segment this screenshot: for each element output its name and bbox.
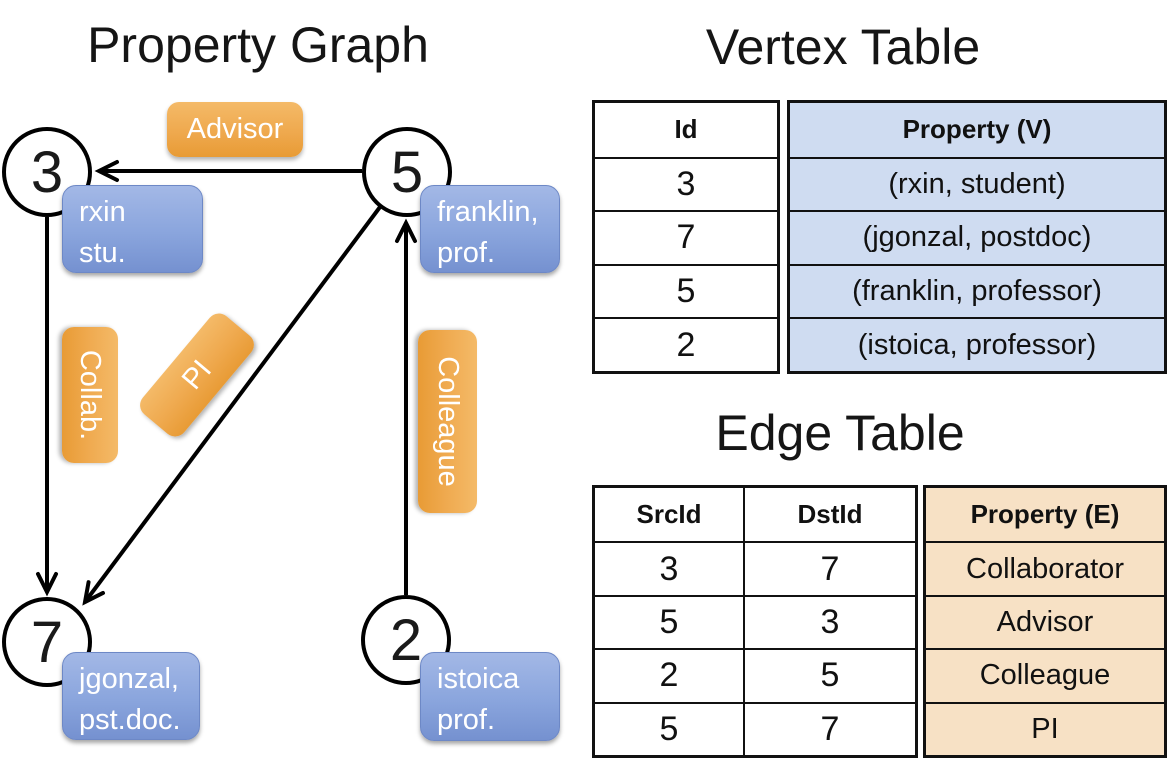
edge-table-src-header: SrcId <box>636 499 702 530</box>
vertex-property-line: istoica <box>437 663 520 695</box>
node-label: 7 <box>30 609 64 675</box>
node-label: 3 <box>30 139 64 205</box>
table-cell: Colleague <box>926 648 1164 701</box>
table-cell: 3 <box>595 156 777 211</box>
edge-label-collab: Collab. <box>62 327 118 463</box>
graph-node-2: 2 <box>361 595 451 685</box>
table-cell: 3 <box>743 594 915 649</box>
vertex-table-property-column: Property (V) (rxin, student) (jgonzal, p… <box>787 100 1167 374</box>
vertex-property-box-rxin: rxin stu. <box>62 185 203 273</box>
vertex-property-box-istoica: istoica prof. <box>420 652 560 741</box>
vertex-property-line: jgonzal, <box>79 663 179 695</box>
table-cell: 7 <box>595 210 777 264</box>
edge-table-dst-header: DstId <box>743 488 915 542</box>
vertex-table-id-column: Id 3 7 5 2 <box>592 100 780 374</box>
vertex-table-title: Vertex Table <box>705 19 981 75</box>
table-cell: Advisor <box>926 594 1164 648</box>
table-cell: (rxin, student) <box>790 156 1164 211</box>
edge-label-text: Collab. <box>74 349 107 441</box>
graph-node-5: 5 <box>362 127 452 217</box>
property-graph-title: Property Graph <box>87 17 429 73</box>
edge-table-id-columns: SrcId DstId 3 7 5 3 2 5 5 7 <box>592 485 918 758</box>
table-cell: 2 <box>595 648 743 701</box>
edge-table-title: Edge Table <box>715 405 965 461</box>
node-label: 5 <box>390 139 424 205</box>
table-cell: 5 <box>595 263 777 318</box>
table-cell: (jgonzal, postdoc) <box>790 210 1164 264</box>
table-cell: 5 <box>743 648 915 702</box>
vertex-property-line: stu. <box>79 237 126 270</box>
vertex-table-property-header: Property (V) <box>902 114 1052 145</box>
table-cell: 5 <box>595 701 743 755</box>
graph-edges-svg <box>36 160 417 606</box>
edge-label-advisor: Advisor <box>167 102 303 157</box>
table-cell: 2 <box>595 317 777 371</box>
table-cell: PI <box>926 701 1164 755</box>
node-label: 2 <box>389 607 423 673</box>
vertex-property-box-franklin: franklin, prof. <box>420 185 560 273</box>
edge-label-text: Colleague <box>432 356 464 487</box>
vertex-property-line: prof. <box>437 237 496 270</box>
table-cell: 7 <box>743 701 915 755</box>
vertex-property-line: pst.doc. <box>79 704 181 737</box>
vertex-table-id-header: Id <box>674 114 698 145</box>
table-cell: (franklin, professor) <box>790 263 1164 318</box>
vertex-property-line: rxin <box>79 196 126 228</box>
edge-table-property-column: Property (E) Collaborator Advisor Collea… <box>923 485 1167 758</box>
table-cell: 3 <box>595 541 743 594</box>
vertex-property-line: prof. <box>437 704 496 737</box>
edge-line-5-to-7 <box>82 205 382 606</box>
table-cell: Collaborator <box>926 541 1164 594</box>
vertex-property-box-jgonzal: jgonzal, pst.doc. <box>62 652 200 740</box>
edge-label-text: Advisor <box>186 113 284 145</box>
vertex-property-line: franklin, <box>437 196 539 228</box>
table-cell: 5 <box>595 594 743 648</box>
table-cell: (istoica, professor) <box>790 317 1164 371</box>
edge-table-property-header: Property (E) <box>970 499 1120 530</box>
edge-label-text: PI <box>175 353 218 396</box>
table-cell: 7 <box>743 541 915 595</box>
edge-label-colleague: Colleague <box>418 330 477 513</box>
